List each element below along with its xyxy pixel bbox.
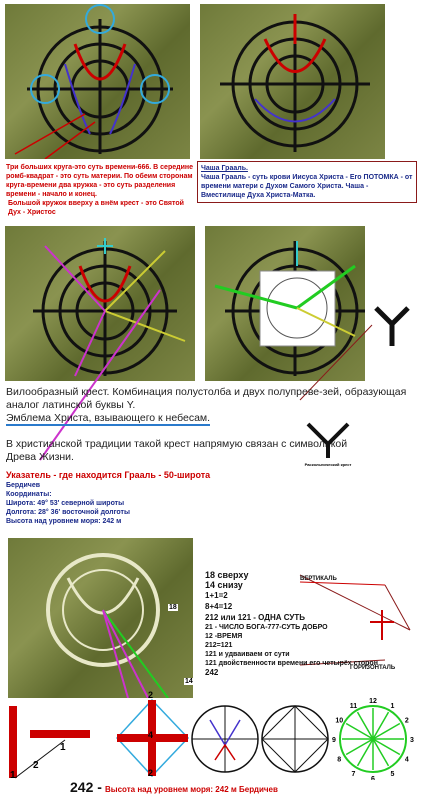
num-line-9: 242 bbox=[205, 668, 219, 677]
crop-circle-photo-2 bbox=[200, 4, 385, 159]
diagram1-label-1b: 1 bbox=[60, 742, 66, 753]
num-line-1: 1+1=2 bbox=[205, 591, 228, 600]
num-line-7: 121 и удваиваем от сути bbox=[205, 651, 290, 658]
clock-spoke bbox=[372, 738, 401, 756]
location-alt: Высота над уровнем моря: 242 м bbox=[6, 518, 122, 525]
location-title: Указатель - где находится Грааль - 50-ши… bbox=[6, 470, 211, 480]
clock-spoke bbox=[356, 738, 374, 767]
bottom-diagram-1 bbox=[9, 706, 90, 779]
cross-description-main: Вилообразный крест. Комбинация полустолб… bbox=[6, 386, 407, 411]
num-line-3: 212 или 121 - ОДНА СУТЬ bbox=[205, 613, 306, 622]
diagram2-bot: 2 bbox=[148, 768, 154, 778]
caption-panel-2: Чаша Грааль. Чаша Грааль - суть крови Ии… bbox=[197, 161, 417, 203]
crop-circle-diagram-3 bbox=[33, 238, 186, 377]
bottom-diagram-2 bbox=[115, 698, 190, 778]
caption-panel-2-text: Чаша Грааль - суть крови Иисуса Христа -… bbox=[201, 174, 413, 199]
clock-spoke bbox=[345, 722, 374, 740]
clock-label: 2 bbox=[405, 718, 409, 725]
field-label-14: 14 bbox=[184, 678, 194, 685]
tree-cross-label: Раскольнический крест bbox=[304, 462, 352, 467]
location-lat: Широта: 49° 53' северной широты bbox=[6, 500, 125, 507]
crop-circle-diagram-1 bbox=[14, 4, 173, 159]
clock-label: 8 bbox=[337, 757, 341, 764]
crop-circle-photo-4 bbox=[205, 226, 365, 381]
num-line-6: 212=121 bbox=[205, 642, 233, 649]
diagram2-mid: 4 bbox=[148, 730, 154, 740]
crop-circle-photo-3 bbox=[5, 226, 195, 381]
num-line-5: 12 -ВРЕМЯ bbox=[205, 633, 243, 640]
clock-label: 10 bbox=[335, 718, 343, 725]
clock-label: 6 bbox=[371, 776, 375, 780]
num-line-8: 121 двойственности времени его четырёх с… bbox=[205, 660, 378, 667]
numbers-block: 18 сверху 14 снизу 1+1=2 8+4=12 212 или … bbox=[205, 570, 405, 677]
clock-label: 1 bbox=[391, 703, 395, 710]
num-14-row: 14 снизу bbox=[205, 580, 243, 590]
location-city: Бердичев bbox=[6, 482, 41, 489]
cross-description-emblem: Эмблема Христа, взывающего к небесам. bbox=[6, 412, 211, 426]
cross-tradition-line: В христианской традиции такой крест напр… bbox=[6, 438, 348, 463]
clock-label: 4 bbox=[405, 757, 409, 764]
location-block: Указатель - где находится Грааль - 50-ши… bbox=[6, 470, 286, 526]
footer-number: 242 - bbox=[70, 779, 102, 795]
footer-text: Высота над уровнем моря: 242 м Бердичев bbox=[104, 785, 278, 794]
y-cross-icon bbox=[374, 306, 410, 346]
num-line-4: 21 - ЧИСЛО БОГА-777-СУТЬ ДОБРО bbox=[205, 624, 328, 631]
clock-spoke bbox=[372, 738, 390, 767]
num-18-row: 18 сверху bbox=[205, 570, 249, 580]
vertical-label: ВЕРТИКАЛЬ bbox=[300, 576, 337, 582]
clock-label: 12 bbox=[369, 698, 377, 705]
diagram1-label-1a: 1 bbox=[10, 770, 16, 781]
bottom-diagram-4 bbox=[261, 705, 329, 773]
crop-circle-photo-5: 18 14 bbox=[8, 538, 194, 698]
clock-spoke bbox=[356, 711, 374, 740]
location-lon: Долгота: 28° 36' восточной долготы bbox=[6, 509, 130, 516]
crop-circle-diagram-4 bbox=[214, 241, 365, 376]
crop-circle-photo-1 bbox=[5, 4, 190, 159]
clock-label: 5 bbox=[391, 771, 395, 778]
clock-label: 9 bbox=[332, 737, 336, 744]
diagram1-label-2: 2 bbox=[33, 760, 39, 771]
bottom-diagram-3 bbox=[191, 705, 259, 773]
clock-spokes bbox=[342, 708, 404, 770]
field-label-18: 18 bbox=[168, 604, 178, 611]
cross-tradition-text: В христианской традиции такой крест напр… bbox=[6, 438, 366, 464]
caption-panel-1-b: Большой кружок вверху а внём крест - это… bbox=[8, 200, 184, 216]
num-line-2: 8+4=12 bbox=[205, 602, 233, 611]
clock-label: 7 bbox=[352, 771, 356, 778]
caption-panel-1: Три больших круга-это суть времени-666. … bbox=[6, 164, 193, 198]
horizontal-label: ГОРИЗОНТАЛЬ bbox=[350, 665, 396, 671]
clock-label: 3 bbox=[410, 737, 414, 744]
caption-panel-2-title: Чаша Грааль. bbox=[201, 165, 248, 172]
clock-label: 11 bbox=[350, 703, 358, 710]
clock-spoke bbox=[372, 711, 390, 740]
clock-spoke bbox=[345, 738, 374, 756]
crop-circle-diagram-5 bbox=[46, 553, 169, 698]
footer: 242 - Высота над уровнем моря: 242 м Бер… bbox=[70, 779, 278, 795]
cross-description: Вилообразный крест. Комбинация полустолб… bbox=[6, 386, 410, 426]
diagram2-top: 2 bbox=[148, 690, 154, 700]
tree-cross-icon bbox=[306, 422, 350, 458]
location-coords-label: Координаты: bbox=[6, 491, 52, 498]
crop-circle-diagram-2 bbox=[220, 14, 370, 152]
clock-spoke bbox=[372, 722, 401, 740]
